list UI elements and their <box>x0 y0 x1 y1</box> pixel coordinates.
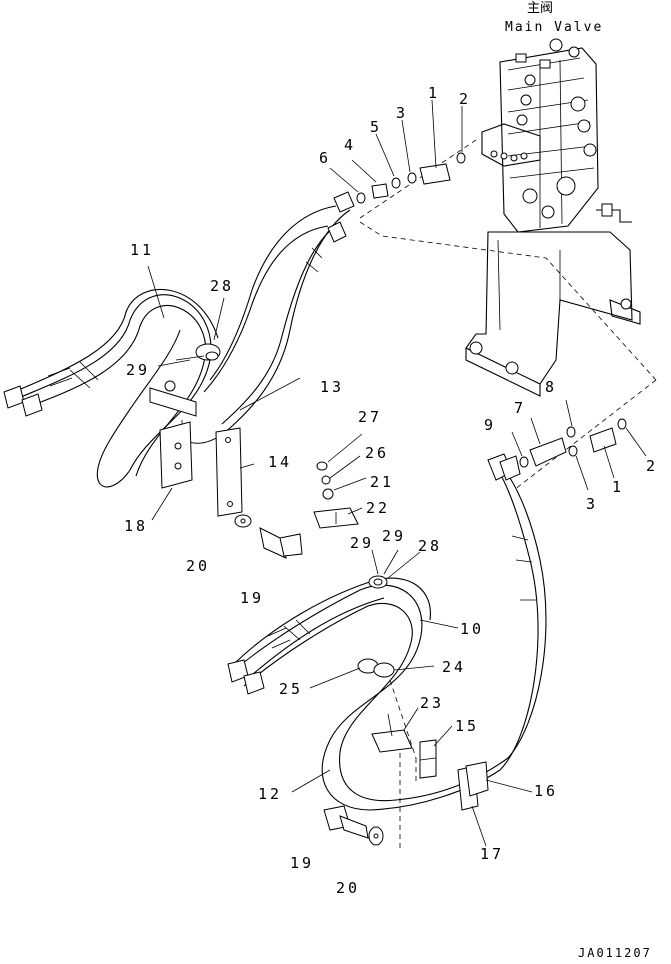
main-valve-assembly <box>465 38 641 397</box>
connector-1-lower <box>589 427 617 453</box>
callouts: 1 2 3 4 5 6 11 28 29 13 27 26 21 22 14 1… <box>124 84 658 897</box>
connector-1 <box>419 163 451 185</box>
o-ring-3-lower <box>568 445 578 457</box>
callout-11: 11 <box>130 241 154 259</box>
callout-29-lower-b: 29 <box>382 527 406 545</box>
bolt-19-lower <box>339 815 369 839</box>
center-clip-hardware <box>313 461 359 529</box>
header-title-jp: 主阀 <box>527 1 553 16</box>
callout-22: 22 <box>366 499 390 517</box>
callout-4: 4 <box>344 136 356 154</box>
fitting-7 <box>529 437 567 467</box>
clamp-24 <box>373 662 395 678</box>
callout-3-upper: 3 <box>396 104 408 122</box>
callout-12: 12 <box>258 785 282 803</box>
lower-hoses <box>227 453 547 811</box>
callout-16: 16 <box>534 782 558 800</box>
plate-14 <box>215 427 243 517</box>
o-ring-9 <box>519 456 529 468</box>
callout-19-lower: 19 <box>290 854 314 872</box>
callout-10: 10 <box>460 620 484 638</box>
lower-clamp-hardware <box>323 575 489 846</box>
clip-23 <box>371 729 413 753</box>
callout-7: 7 <box>514 399 526 417</box>
callout-25: 25 <box>279 680 303 698</box>
callout-21: 21 <box>370 473 394 491</box>
upper-hoses <box>3 191 355 488</box>
callout-15: 15 <box>455 717 479 735</box>
callout-18: 18 <box>124 517 148 535</box>
callout-28-lower: 28 <box>418 537 442 555</box>
callout-5: 5 <box>370 118 382 136</box>
dashed-reference-lines <box>181 139 657 848</box>
callout-29-upper: 29 <box>126 361 150 379</box>
clamp-bar <box>149 387 197 417</box>
callout-19-upper: 19 <box>240 589 264 607</box>
callout-8: 8 <box>545 378 557 396</box>
callout-26: 26 <box>365 444 389 462</box>
header-title-en: Main Valve <box>505 20 603 35</box>
adapter-4 <box>371 183 389 199</box>
o-ring-6 <box>356 192 366 204</box>
collar-21 <box>322 488 334 500</box>
callout-17: 17 <box>480 845 504 863</box>
callout-6: 6 <box>319 149 331 167</box>
o-ring-5 <box>391 177 401 189</box>
callout-2-upper: 2 <box>459 90 471 108</box>
o-ring-2-lower <box>617 418 627 430</box>
callout-23: 23 <box>420 694 444 712</box>
callout-14: 14 <box>268 453 292 471</box>
callout-20-upper: 20 <box>186 557 210 575</box>
callout-1-lower: 1 <box>612 478 624 496</box>
upper-fitting-chain <box>356 152 466 204</box>
o-ring-2 <box>456 152 466 164</box>
upper-clamp-hardware <box>149 343 303 559</box>
o-ring-3 <box>407 172 417 184</box>
washer-26 <box>321 475 331 485</box>
callout-1-upper: 1 <box>428 84 440 102</box>
callout-leaders <box>147 99 647 847</box>
callout-13: 13 <box>320 378 344 396</box>
clamp-16 <box>465 761 489 797</box>
callout-20-lower: 20 <box>336 879 360 897</box>
o-ring-8 <box>566 426 576 438</box>
callout-24: 24 <box>442 658 466 676</box>
bolt-19-upper <box>259 527 287 559</box>
nut-27 <box>316 461 328 471</box>
callout-29-lower-a: 29 <box>350 534 374 552</box>
callout-28-upper: 28 <box>210 277 234 295</box>
callout-27: 27 <box>358 408 382 426</box>
callout-2-lower: 2 <box>646 457 658 475</box>
callout-3-lower: 3 <box>586 495 598 513</box>
bracket-18 <box>159 421 193 489</box>
lower-fitting-chain <box>519 418 627 468</box>
drawing-code: JA011207 <box>578 946 652 960</box>
callout-9: 9 <box>484 416 496 434</box>
